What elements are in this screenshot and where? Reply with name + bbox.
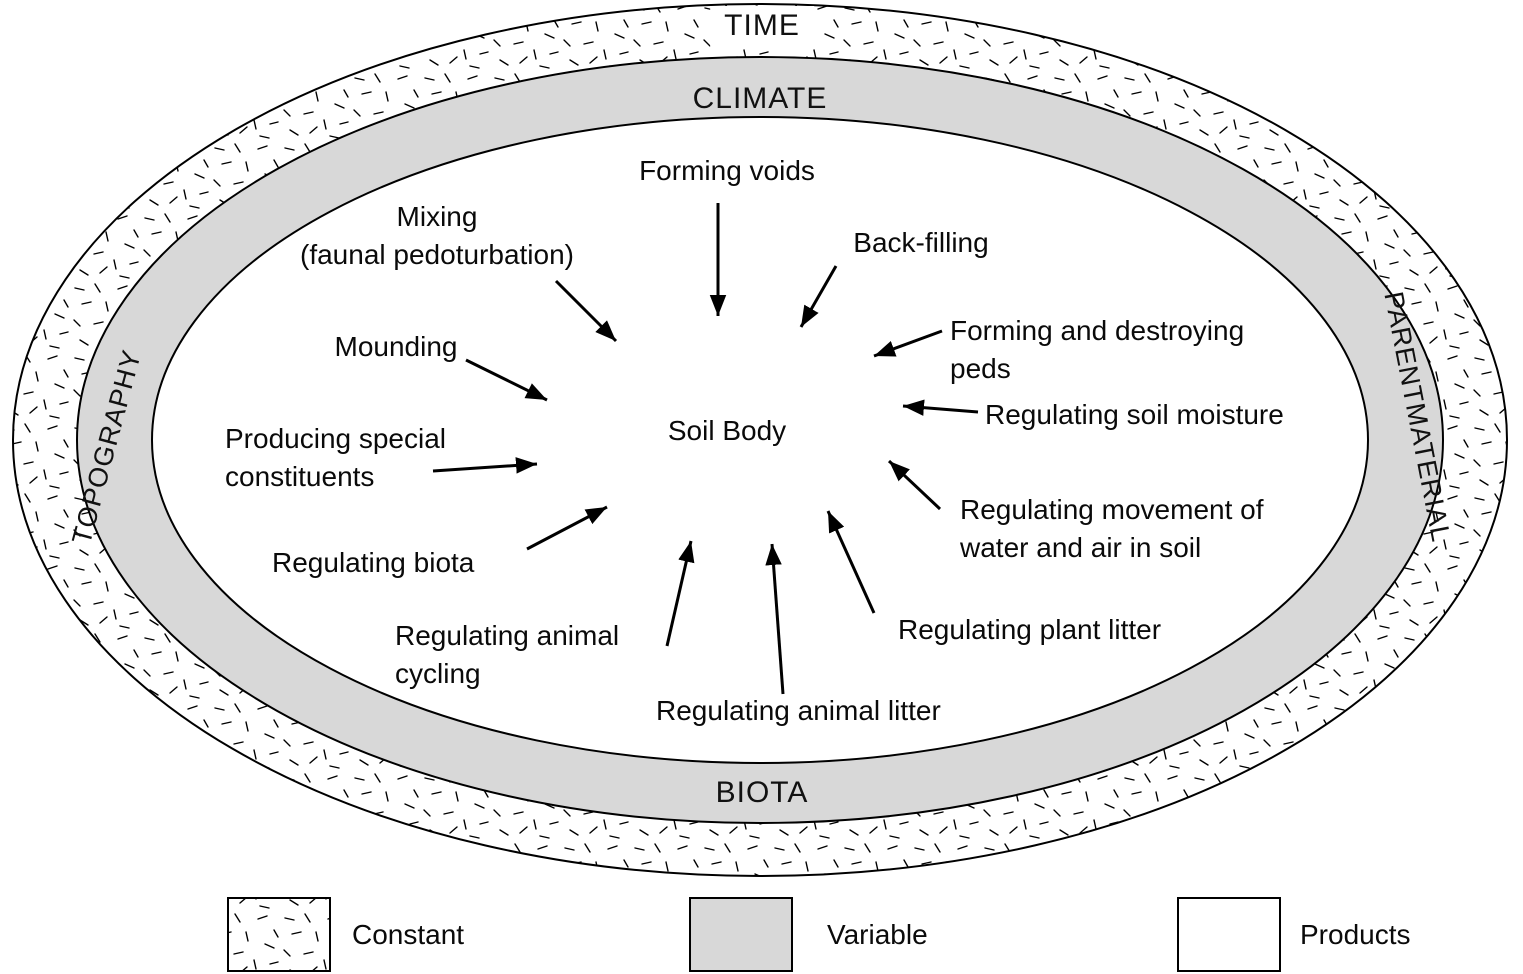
process-back-filling: Back-filling — [853, 227, 989, 258]
arrow-producing-special-constituents — [432, 457, 538, 474]
legend-swatch-constant — [227, 897, 331, 972]
legend-label-constant: Constant — [352, 919, 465, 950]
legend-label-variable: Variable — [827, 919, 928, 950]
process-regulating-plant-litter: Regulating plant litter — [898, 614, 1162, 645]
arrow-mixing — [554, 279, 618, 343]
ring-label-climate: CLIMATE — [692, 82, 828, 115]
process-regulating-soil-moisture: Regulating soil moisture — [985, 399, 1284, 430]
arrow-back-filling — [799, 265, 838, 328]
ring-products-inner — [151, 116, 1369, 764]
arrow-mounding — [465, 358, 548, 402]
process-regulating-biota: Regulating biota — [272, 547, 475, 578]
process-forming-destroying-peds: Forming and destroying peds — [950, 315, 1245, 385]
arrow-regulating-biota — [526, 505, 608, 551]
arrow-regulating-soil-moisture — [902, 399, 979, 416]
legend-swatches — [227, 897, 1281, 972]
process-mounding: Mounding — [334, 331, 458, 362]
arrow-group — [432, 203, 979, 695]
ring-label-time: TIME — [710, 6, 814, 47]
arrow-regulating-plant-litter — [826, 510, 876, 614]
arrow-forming-destroying-peds — [873, 329, 943, 358]
process-regulating-animal-cycling: Regulating animal cycling — [395, 620, 620, 690]
ring-label-biota: BIOTA — [715, 776, 809, 809]
process-regulating-animal-litter: Regulating animal litter — [656, 695, 941, 726]
center-label-soil-body: Soil Body — [667, 415, 787, 446]
arrow-regulating-animal-cycling — [665, 540, 695, 647]
arrow-regulating-movement — [887, 459, 942, 511]
arrow-regulating-animal-litter — [765, 543, 785, 695]
process-mixing: Mixing (faunal pedoturbation) — [300, 201, 574, 271]
legend-swatch-variable — [689, 897, 793, 972]
legend-label-products: Products — [1300, 919, 1411, 950]
process-producing-special-constituents: Producing special constituents — [225, 423, 447, 493]
legend-swatch-products — [1177, 897, 1281, 972]
process-forming-voids: Forming voids — [639, 155, 815, 186]
process-regulating-movement: Regulating movement of water and air in … — [960, 494, 1264, 564]
